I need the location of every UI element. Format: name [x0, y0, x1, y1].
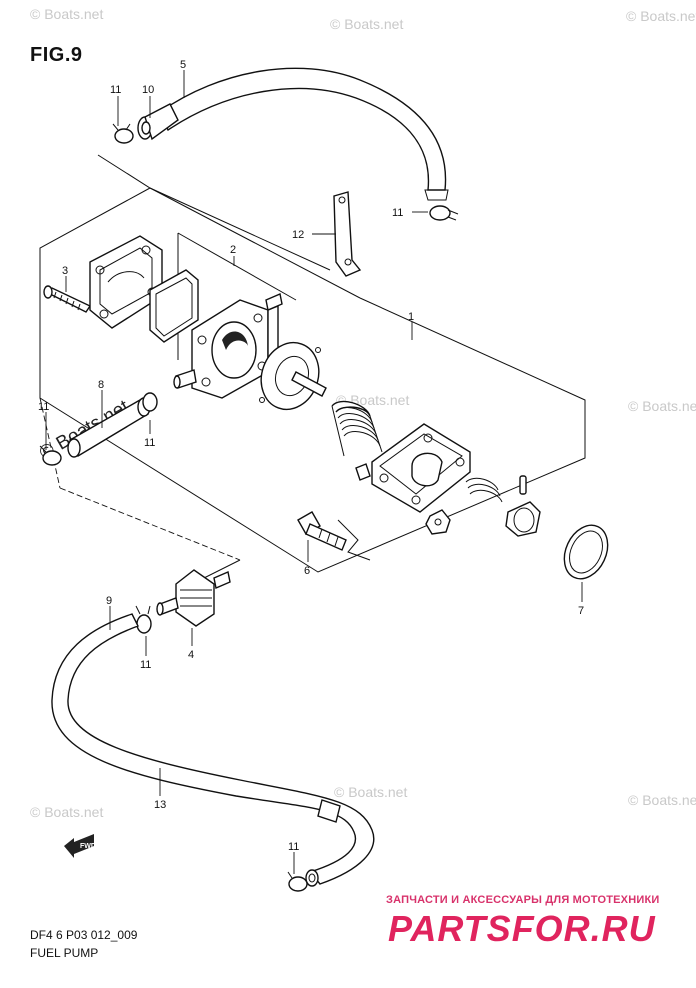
watermark: © Boats.net — [628, 792, 696, 808]
watermark: © Boats.net — [30, 6, 104, 22]
callout-11: 11 — [392, 207, 403, 219]
forward-arrow-icon: FWD — [64, 834, 96, 858]
fuel-hose-upper — [137, 67, 449, 201]
callout-1: 1 — [408, 311, 414, 323]
hose-clip — [287, 871, 308, 892]
callout-11: 11 — [140, 659, 151, 671]
leader-lines — [45, 70, 583, 874]
figure-title: FIG.9 — [30, 44, 83, 66]
fuel-hose-lower — [51, 613, 375, 887]
callout-4: 4 — [188, 649, 194, 661]
hose-clip — [112, 123, 134, 144]
small-screw — [355, 463, 371, 481]
diaphragm — [259, 341, 327, 411]
diagram-caption: FUEL PUMP — [30, 946, 99, 960]
callout-12: 12 — [292, 229, 304, 241]
pin — [519, 475, 527, 495]
watermark: © Boats.net — [628, 398, 696, 414]
gasket — [149, 269, 199, 343]
callout-7: 7 — [578, 605, 584, 617]
callout-11: 11 — [144, 437, 155, 449]
callout-5: 5 — [180, 59, 186, 71]
shop-tagline: ЗАПЧАСТИ И АКСЕССУАРЫ ДЛЯ МОТОТЕХНИКИ — [386, 894, 660, 906]
callout-10: 10 — [142, 84, 154, 96]
pump-body — [173, 293, 283, 399]
watermark: © Boats.net — [626, 8, 696, 24]
watermark: © Boats.net — [330, 16, 404, 32]
valve-cap — [505, 501, 541, 537]
hex-nut — [425, 509, 451, 535]
callout-13: 13 — [154, 799, 166, 811]
bracket — [333, 191, 362, 277]
callout-11: 11 — [110, 84, 121, 96]
diagram-code: DF4 6 P03 012_009 — [30, 928, 138, 942]
shop-logo: PARTSFOR.RU — [388, 908, 656, 949]
watermark: © Boats.net — [334, 784, 408, 800]
pump-housing — [371, 423, 471, 513]
filter-clip — [135, 605, 152, 634]
pipe-clip — [142, 392, 158, 412]
check-spring — [465, 477, 503, 503]
callout-2: 2 — [230, 244, 236, 256]
callouts: 5 10 11 11 12 3 2 1 8 11 11 6 7 9 4 11 1… — [38, 59, 584, 853]
hose-clip — [429, 205, 459, 221]
callout-9: 9 — [106, 595, 112, 607]
short-pipe — [67, 397, 151, 458]
spring — [331, 400, 383, 457]
screw — [43, 285, 92, 313]
forward-label: FWD — [80, 843, 96, 850]
pipe-clip — [39, 445, 62, 466]
fuel-filter — [156, 569, 231, 627]
o-ring — [563, 524, 609, 580]
callout-11: 11 — [288, 841, 299, 853]
callout-8: 8 — [98, 379, 104, 391]
callout-6: 6 — [304, 565, 310, 577]
callout-3: 3 — [62, 265, 68, 277]
bolt — [297, 511, 347, 551]
callout-11: 11 — [38, 401, 49, 413]
watermark: © Boats.net — [30, 804, 104, 820]
